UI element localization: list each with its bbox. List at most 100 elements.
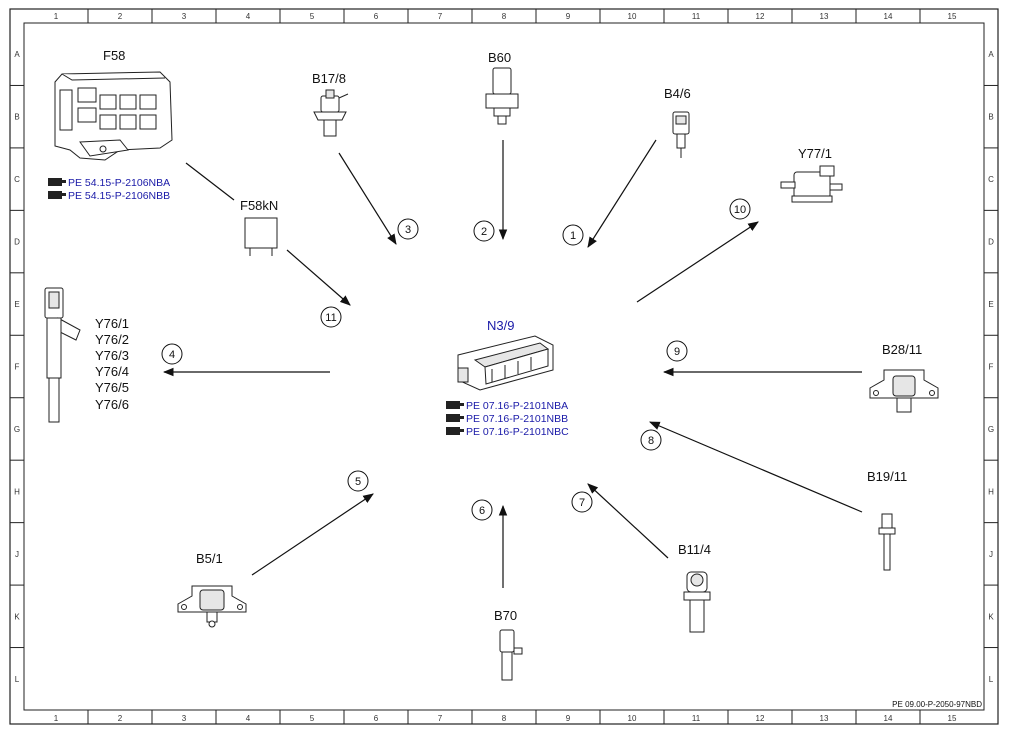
fuse-box-f58[interactable]: [54, 71, 173, 161]
grid-row-label-right: C: [988, 175, 994, 184]
inner-frame: [23, 22, 985, 711]
grid-row-label-right: G: [988, 425, 994, 434]
sensor-b28-11[interactable]: [869, 369, 939, 413]
connection-marker-7: 7: [571, 491, 593, 513]
grid-ticks: [10, 9, 998, 724]
grid-row-label-right: K: [988, 612, 994, 621]
label-y76-1: Y76/1: [95, 316, 129, 331]
grid-column-label-top: 10: [628, 12, 637, 21]
grid-column-label-bottom: 4: [246, 714, 251, 723]
grid-row-label-left: K: [14, 612, 20, 621]
grid-row-label-left: H: [14, 487, 20, 496]
grid-row-label-left: C: [14, 175, 20, 184]
connection-marker-2: 2: [473, 220, 495, 242]
connection-marker-6: 6: [471, 499, 493, 521]
sensor-b60[interactable]: [485, 67, 519, 125]
svg-text:10: 10: [734, 204, 746, 216]
svg-text:6: 6: [479, 505, 485, 517]
grid-column-label-top: 3: [182, 12, 187, 21]
grid-column-label-top: 11: [692, 12, 701, 21]
svg-text:7: 7: [579, 497, 585, 509]
sensor-b17-8[interactable]: [313, 89, 349, 137]
grid-column-label-bottom: 13: [820, 714, 829, 723]
svg-text:3: 3: [405, 224, 411, 236]
svg-text:11: 11: [325, 312, 336, 324]
grid-column-label-bottom: 2: [118, 714, 123, 723]
grid-row-label-right: B: [988, 113, 993, 122]
label-b28-11: B28/11: [882, 342, 922, 357]
label-b5-1: B5/1: [196, 551, 223, 566]
label-y76-6: Y76/6: [95, 397, 129, 412]
grid-row-label-right: J: [989, 550, 993, 559]
grid-row-label-right: D: [988, 238, 994, 247]
ref-n3-9-nbb[interactable]: PE 07.16-P-2101NBB: [466, 413, 568, 425]
grid-row-label-left: A: [14, 50, 20, 59]
control-unit-n3-9[interactable]: [457, 335, 554, 391]
arrow-11: [286, 249, 351, 306]
ref-f58-nbb[interactable]: PE 54.15-P-2106NBB: [68, 190, 170, 202]
arrow-1: [587, 139, 657, 248]
svg-text:8: 8: [648, 435, 654, 447]
grid-column-label-bottom: 6: [374, 714, 379, 723]
grid-row-label-left: L: [15, 675, 20, 684]
ref-n3-9-nba[interactable]: PE 07.16-P-2101NBA: [466, 400, 568, 412]
label-f58: F58: [103, 48, 125, 63]
grid-column-label-top: 12: [756, 12, 765, 21]
label-y77-1: Y77/1: [798, 146, 832, 161]
valve-y77-1[interactable]: [780, 165, 843, 203]
grid-column-label-bottom: 15: [948, 714, 957, 723]
hand-pointer-icon: [446, 414, 464, 422]
sensor-b4-6[interactable]: [672, 111, 690, 158]
hand-pointer-icon: [48, 191, 66, 199]
grid-column-label-bottom: 9: [566, 714, 571, 723]
sensor-b70[interactable]: [499, 629, 523, 681]
grid-column-label-bottom: 11: [692, 714, 701, 723]
arrow-5: [251, 493, 374, 576]
label-b4-6: B4/6: [664, 86, 691, 101]
arrow-3: [338, 152, 397, 245]
grid-row-label-left: F: [15, 363, 20, 372]
arrow-10: [636, 221, 759, 303]
link-f58-to-f58kn: [185, 162, 235, 201]
arrow-8: [649, 421, 863, 513]
connection-marker-8: 8: [640, 429, 662, 451]
grid-row-label-left: J: [15, 550, 19, 559]
connection-marker-10: 10: [729, 198, 751, 220]
grid-column-label-top: 14: [884, 12, 893, 21]
grid-row-label-left: D: [14, 238, 20, 247]
svg-text:2: 2: [481, 226, 487, 238]
grid-row-label-right: H: [988, 487, 994, 496]
grid-column-label-top: 5: [310, 12, 315, 21]
arrow-7: [587, 483, 669, 559]
sensor-b5-1[interactable]: [177, 585, 247, 628]
sensor-b11-4[interactable]: [683, 571, 711, 633]
grid-column-label-bottom: 3: [182, 714, 187, 723]
grid-column-label-top: 15: [948, 12, 957, 21]
ref-n3-9-nbc[interactable]: PE 07.16-P-2101NBC: [466, 426, 569, 438]
label-y76-3: Y76/3: [95, 348, 129, 363]
grid-row-label-left: B: [14, 113, 19, 122]
grid-column-label-top: 1: [54, 12, 59, 21]
outer-frame: [9, 8, 999, 725]
ref-f58-nba[interactable]: PE 54.15-P-2106NBA: [68, 177, 170, 189]
connection-marker-4: 4: [161, 343, 183, 365]
grid-column-label-top: 2: [118, 12, 123, 21]
grid-column-label-bottom: 1: [54, 714, 59, 723]
grid-row-label-left: G: [14, 425, 20, 434]
sensor-b19-11[interactable]: [878, 513, 896, 571]
label-b60: B60: [488, 50, 511, 65]
injector-y76[interactable]: [44, 287, 81, 423]
relay-f58kn[interactable]: [244, 217, 278, 256]
grid-row-label-left: E: [14, 300, 19, 309]
label-y76-2: Y76/2: [95, 332, 129, 347]
svg-text:5: 5: [355, 476, 361, 488]
label-f58kn: F58kN: [240, 198, 278, 213]
connection-marker-11: 11: [320, 306, 342, 328]
grid-column-label-bottom: 5: [310, 714, 315, 723]
connection-marker-1: 1: [562, 224, 584, 246]
svg-text:4: 4: [169, 349, 175, 361]
grid-column-label-bottom: 14: [884, 714, 893, 723]
grid-column-label-top: 6: [374, 12, 379, 21]
grid-column-label-bottom: 12: [756, 714, 765, 723]
